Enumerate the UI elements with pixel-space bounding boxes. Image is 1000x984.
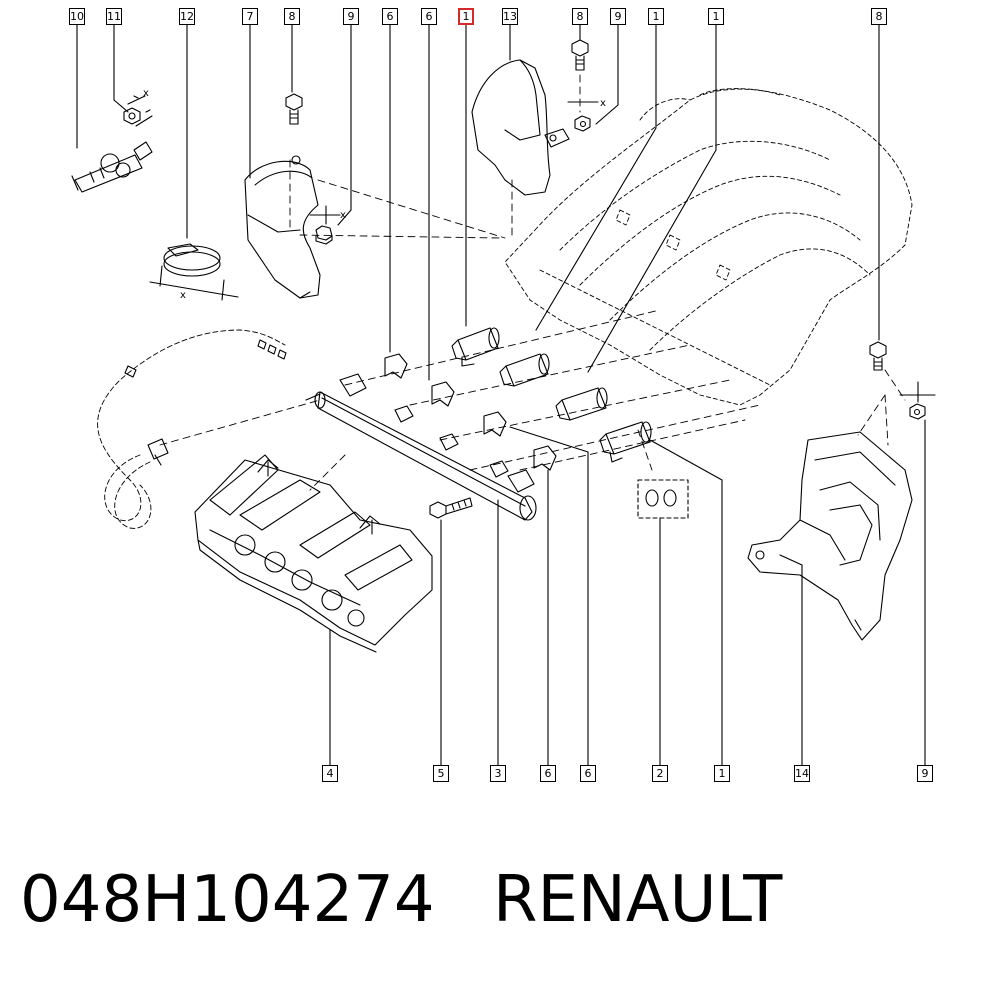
leader-lines-top [76,24,880,381]
callout-top-highlighted: 1 [458,8,474,25]
engine-cover [194,454,433,653]
fuel-rail [305,373,537,521]
nut-9-top [567,101,599,132]
callout-bottom: 5 [433,765,449,782]
callout-top: 12 [179,8,195,25]
callout-bottom: 4 [322,765,338,782]
callout-top: 8 [572,8,588,25]
callout-top: 8 [871,8,887,25]
part-number: 048H104274 [20,863,435,937]
dimension-mark: x [600,98,606,109]
dimension-mark: x [340,210,346,221]
callout-bottom: 14 [794,765,810,782]
heat-shield-top [471,59,570,196]
heat-shield-right [747,431,913,641]
pressure-regulator [71,141,153,193]
callout-bottom: 3 [490,765,506,782]
callout-top: 6 [382,8,398,25]
callout-bottom: 9 [917,765,933,782]
nut-11 [123,95,153,127]
callout-top: 1 [648,8,664,25]
callout-top: 9 [610,8,626,25]
callout-top: 6 [421,8,437,25]
callout-top: 8 [284,8,300,25]
brand-name: RENAULT [493,863,783,937]
callout-top: 11 [106,8,122,25]
bolt-5 [429,497,473,519]
nut-9-left [309,205,341,245]
callout-top: 1 [708,8,724,25]
dimension-mark: x [180,290,186,301]
bolt-8-left [285,93,303,125]
hose-clamp [149,243,239,301]
bolt-8-right [869,341,887,371]
dimension-mark: x [143,88,149,99]
bolt-8-top [571,39,589,71]
o-rings [637,479,689,519]
injector-clips [384,353,557,471]
callout-bottom: 1 [714,765,730,782]
callout-top: 10 [69,8,85,25]
callout-bottom: 6 [580,765,596,782]
callout-bottom: 2 [652,765,668,782]
hose-clips [124,339,287,466]
fuel-injectors [451,327,652,463]
callout-top: 7 [242,8,258,25]
heat-shield-left [244,155,321,299]
assembly-guide-lines [159,74,906,491]
callout-top: 9 [343,8,359,25]
fuel-hose [97,329,286,529]
intake-manifold-outline [504,88,913,406]
nut-9-right [899,381,936,420]
callout-bottom: 6 [540,765,556,782]
leader-lines-bottom [329,419,926,766]
callout-top: 13 [502,8,518,25]
